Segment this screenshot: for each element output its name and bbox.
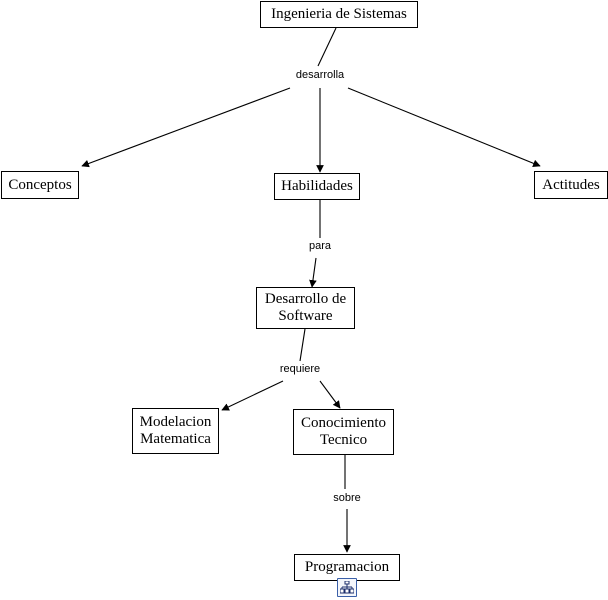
edge-ingenieria-desarrolla xyxy=(317,27,337,67)
node-desarrollo-de-software[interactable]: Desarrollo de Software xyxy=(256,287,355,329)
link-label-para: para xyxy=(303,241,337,252)
link-label-desarrolla: desarrolla xyxy=(288,70,352,81)
link-label-sobre: sobre xyxy=(329,493,365,504)
edge-desarrollo-requiere xyxy=(299,328,306,362)
node-line: Tecnico xyxy=(319,432,368,448)
submap-icon[interactable] xyxy=(337,578,357,597)
node-line: Software xyxy=(278,308,333,324)
edge-desarrolla-conceptos xyxy=(81,87,291,168)
node-line: Conocimiento xyxy=(301,415,386,432)
edge-requiere-conocimiento xyxy=(319,380,341,409)
node-line: Habilidades xyxy=(281,178,353,195)
node-ingenieria-de-sistemas[interactable]: Ingenieria de Sistemas xyxy=(260,1,418,28)
node-conceptos[interactable]: Conceptos xyxy=(1,171,79,199)
submap-glyph xyxy=(340,581,354,594)
node-habilidades[interactable]: Habilidades xyxy=(274,173,360,200)
node-line: Conceptos xyxy=(8,176,72,193)
node-programacion[interactable]: Programacion xyxy=(294,554,400,581)
node-modelacion-matematica[interactable]: Modelacion Matematica xyxy=(132,408,219,454)
node-actitudes[interactable]: Actitudes xyxy=(534,171,608,199)
edge-para-desarrollo xyxy=(309,257,317,288)
node-line: Modelacion xyxy=(139,414,212,431)
node-line: Programacion xyxy=(304,559,390,576)
link-label-requiere: requiere xyxy=(272,364,328,375)
edge-requiere-modelacion xyxy=(221,380,284,411)
node-line: Matematica xyxy=(140,431,211,447)
node-line: Actitudes xyxy=(542,176,600,193)
node-line: Desarrollo de xyxy=(264,291,347,308)
node-conocimiento-tecnico[interactable]: Conocimiento Tecnico xyxy=(293,409,394,455)
edge-desarrolla-actitudes xyxy=(347,87,541,167)
node-line: Ingenieria de Sistemas xyxy=(271,6,407,23)
